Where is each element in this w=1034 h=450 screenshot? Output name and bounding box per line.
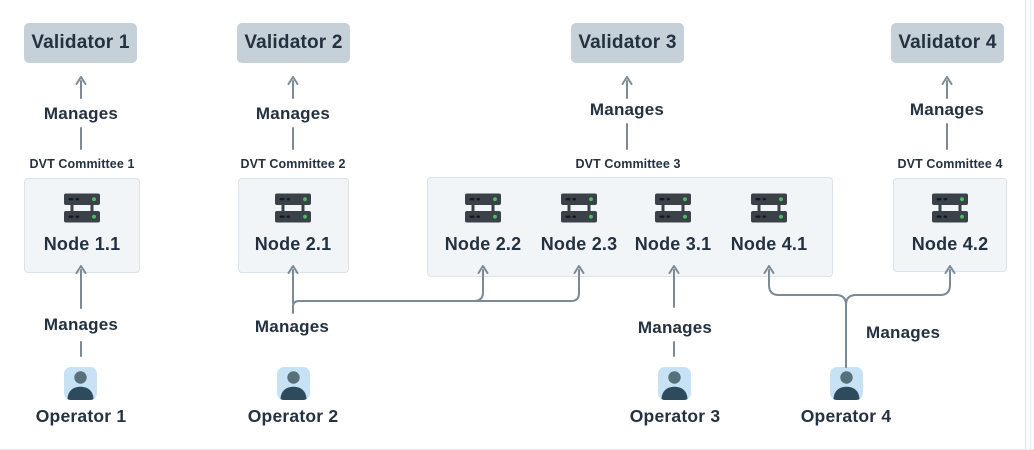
arrow-head-icon (287, 76, 299, 85)
validator-label: Validator 2 (244, 32, 343, 53)
node-label: Node 1.1 (43, 234, 121, 254)
validator-box: Validator 4 (891, 23, 1004, 63)
operator-label: Operator 2 (247, 406, 339, 426)
node-item: Node 4.2 (902, 191, 998, 255)
node-label: Node 2.1 (254, 234, 332, 254)
person-icon (277, 367, 310, 400)
node-item: Node 1.1 (34, 191, 130, 255)
edge-label-manages: Manages (255, 104, 331, 123)
operator-label: Operator 4 (800, 406, 892, 426)
node-item: Node 2.1 (245, 191, 341, 255)
edge-operator4-node42 (845, 269, 951, 368)
node-item: Node 2.3 (531, 191, 627, 255)
committee-title: DVT Committee 2 (240, 157, 346, 171)
server-icon (465, 193, 501, 223)
node-item: Node 3.1 (625, 191, 721, 255)
server-icon (561, 193, 597, 223)
edge-label-manages: Manages (866, 323, 941, 342)
person-icon (830, 367, 863, 400)
arrow-head-icon (941, 76, 953, 85)
edge-operator4-node41 (768, 269, 847, 368)
edge-label-manages: Manages (43, 104, 119, 123)
validator-box: Validator 1 (24, 23, 137, 63)
operator-label: Operator 3 (629, 406, 721, 426)
node-label: Node 4.1 (730, 234, 808, 254)
server-icon (932, 193, 968, 223)
server-icon (64, 193, 100, 223)
node-label: Node 4.2 (911, 234, 989, 254)
arrow-head-icon (75, 76, 87, 85)
committee-box (893, 178, 1007, 272)
node-label: Node 2.3 (540, 234, 618, 254)
edge-label-manages: Manages (909, 100, 985, 119)
edge-label-manages: Manages (43, 315, 119, 334)
committee-title: DVT Committee 3 (575, 157, 681, 171)
server-icon (275, 193, 311, 223)
validator-box: Validator 2 (237, 23, 350, 63)
node-label: Node 2.2 (444, 234, 522, 254)
edge-label-manages: Manages (589, 100, 665, 119)
validator-label: Validator 3 (578, 32, 677, 53)
node-item: Node 2.2 (435, 191, 531, 255)
edge-label-manages: Manages (637, 318, 713, 337)
validator-label: Validator 4 (898, 32, 997, 53)
server-icon (655, 193, 691, 223)
server-icon (751, 193, 787, 223)
operator-label: Operator 1 (35, 406, 127, 426)
edge-label-manages: Manages (254, 317, 330, 336)
node-label: Node 3.1 (634, 234, 712, 254)
person-icon (64, 367, 97, 400)
arrow-head-icon (621, 76, 633, 85)
validator-label: Validator 1 (31, 32, 130, 53)
scrollbar-track[interactable] (1025, 0, 1034, 449)
node-item: Node 4.1 (721, 191, 817, 255)
committee-title: DVT Committee 1 (29, 157, 135, 171)
committee-title: DVT Committee 4 (897, 157, 1003, 171)
scrollbar-inner-line (1030, 0, 1031, 449)
person-icon (658, 367, 691, 400)
validator-box: Validator 3 (571, 23, 684, 63)
